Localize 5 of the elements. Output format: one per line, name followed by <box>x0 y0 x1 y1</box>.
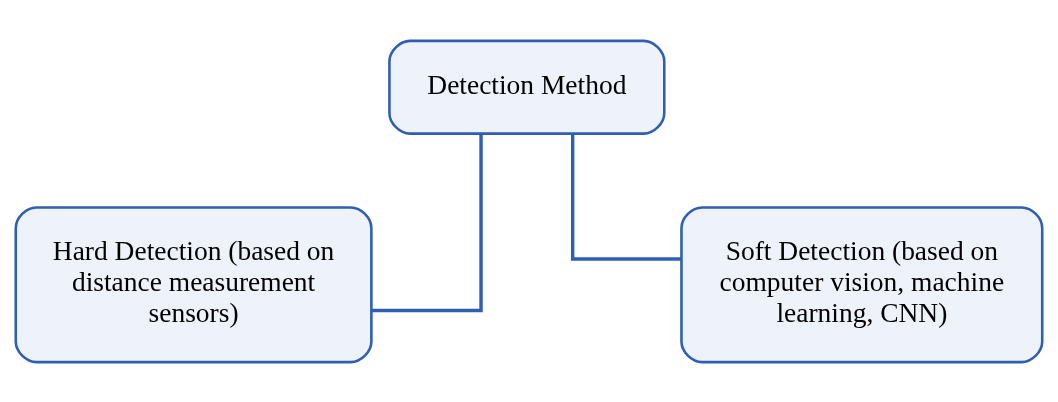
connector <box>570 133 682 261</box>
node-box: Hard Detection (based on distance measurement sensors) <box>14 205 373 363</box>
node-box: Detection Method <box>388 39 666 135</box>
node-box: Soft Detection (based on computer vision, machine learning, CNN) <box>680 205 1044 363</box>
connector <box>371 133 483 312</box>
